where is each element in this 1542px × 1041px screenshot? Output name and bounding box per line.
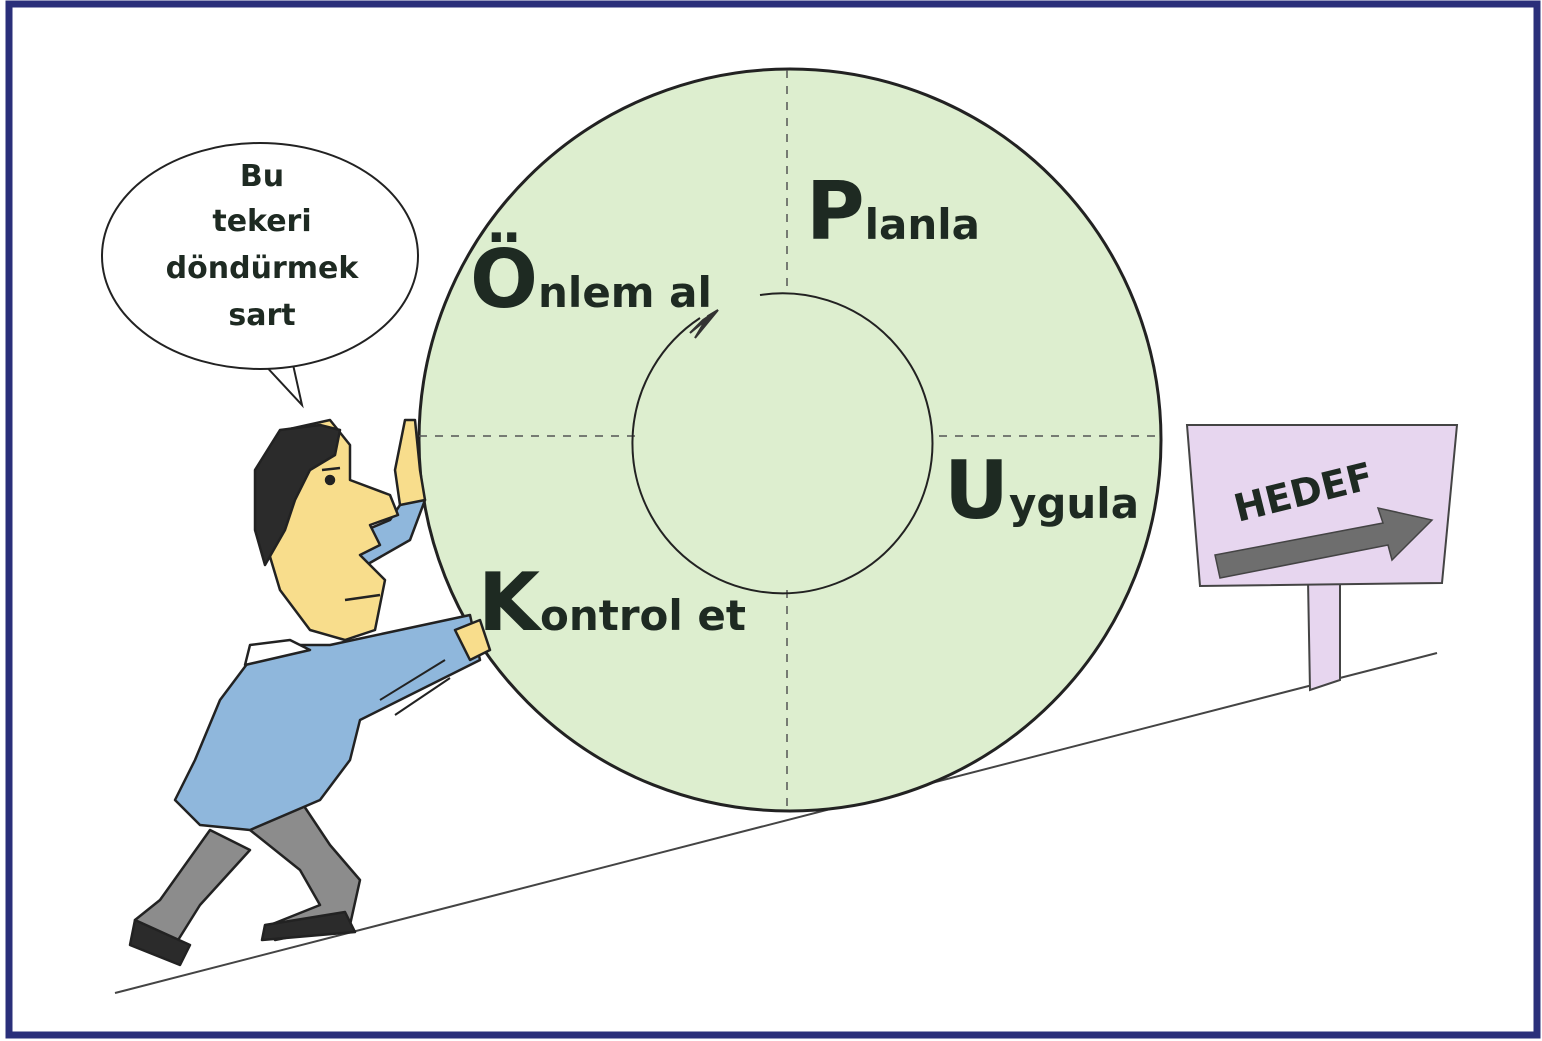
motion-lines [379, 659, 451, 716]
quadrant-act-rest: nlem al [538, 268, 712, 317]
hedef-arrow-icon [1214, 506, 1434, 579]
quadrant-check-rest: ontrol et [540, 591, 746, 640]
speech-line-1: Bu [240, 159, 284, 194]
pdca-wheel: Planla Uygula Kontrol et Önlem al [417, 67, 1163, 813]
quadrant-plan: Planla [806, 165, 980, 258]
quadrant-act: Önlem al [470, 232, 712, 326]
speech-line-2: tekeri [212, 204, 311, 239]
speech-line-4: sart [228, 298, 295, 333]
quadrant-check-letter: K [478, 556, 543, 649]
quadrant-plan-letter: P [806, 165, 865, 258]
quadrant-do-rest: ygula [1009, 479, 1139, 528]
speech-line-3: döndürmek [166, 251, 360, 286]
slope-line [114, 652, 1438, 994]
quadrant-plan-rest: lanla [865, 200, 980, 249]
rotation-arrow-icon [689, 309, 719, 339]
quadrant-act-letter: Ö [470, 232, 538, 326]
quadrant-check: Kontrol et [478, 556, 746, 649]
quadrant-do: Uygula [944, 444, 1139, 537]
wheel-inner-ring [631, 292, 934, 595]
wheel-outer [417, 67, 1163, 813]
quadrant-do-letter: U [944, 444, 1009, 537]
target-signpost-icon: HEDEF [1185, 424, 1459, 692]
speech-bubble: Bu tekeri döndürmek sart [101, 142, 419, 409]
person-pushing-icon [128, 418, 492, 967]
